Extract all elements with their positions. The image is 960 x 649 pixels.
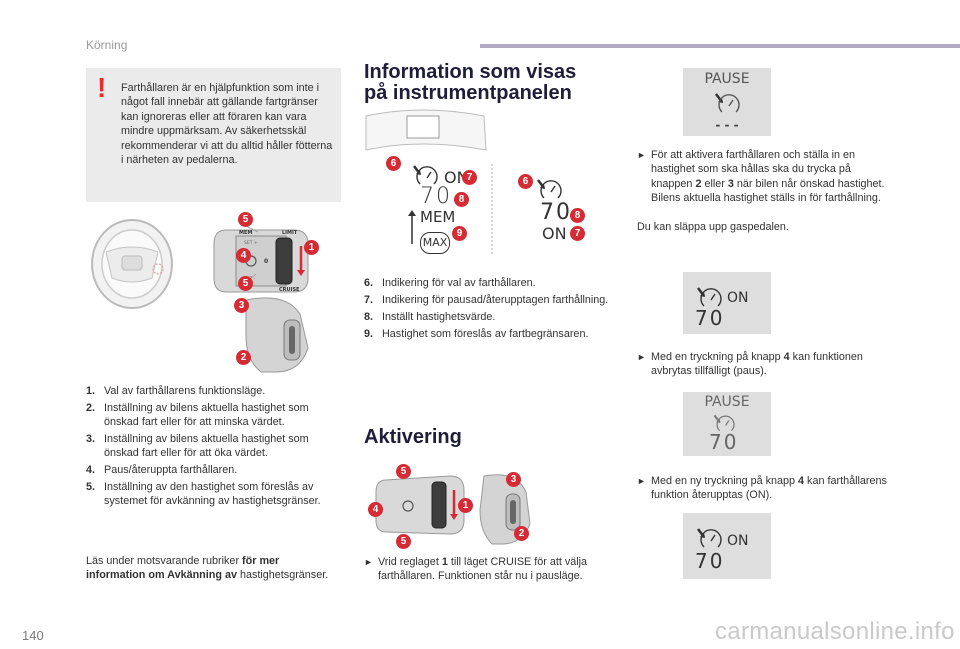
arrow-right-icon: ► <box>637 352 646 362</box>
badge-1: 1 <box>458 498 473 513</box>
badge-4: 4 <box>236 248 251 263</box>
badge-7: 7 <box>462 170 477 185</box>
display-on-speed-resumed: ON 70 <box>683 513 771 579</box>
badge-4: 4 <box>368 502 383 517</box>
note-paragraph: Läs under motsvarande rubriker för mer i… <box>86 555 329 582</box>
stalk-zero-label: 0 <box>264 258 268 265</box>
list-item: 7.Indikering för pausad/återupptagen far… <box>364 294 609 306</box>
display-on-speed: ON 70 <box>683 272 771 334</box>
display-pause-dashes: PAUSE - - - <box>683 68 771 136</box>
page-number: 140 <box>22 628 44 643</box>
list-item: 3.Inställning av bilens aktuella hastigh… <box>86 433 309 459</box>
speed-value: 70 <box>695 549 725 573</box>
badge-8: 8 <box>454 192 469 207</box>
warning-box: ! Farthållaren är en hjälpfunktion som i… <box>86 68 341 202</box>
warning-text: Farthållaren är en hjälpfunktion som int… <box>121 82 333 167</box>
speedometer-icon <box>537 179 562 199</box>
arrow-right-icon: ► <box>637 150 646 160</box>
display-max: MAX <box>420 232 450 254</box>
speedometer-icon <box>697 528 722 548</box>
on-label: ON <box>727 533 749 549</box>
badge-2: 2 <box>236 350 251 365</box>
list-item: 2.Inställning av bilens aktuella hastigh… <box>86 402 309 428</box>
badge-7-right: 7 <box>570 226 585 241</box>
stalk-set-plus-label: SET + <box>244 240 258 246</box>
pause-label: PAUSE <box>704 71 750 87</box>
speed-dashes: - - - <box>715 118 739 132</box>
aktivera-paragraph: ► För att aktivera farthållaren och stäl… <box>637 149 885 205</box>
steering-wheel-image: MEM LIMIT CRUISE SET + SET - 0 <box>91 219 309 373</box>
vrid-paragraph: ► Vrid reglaget 1 till läget CRUISE för … <box>364 556 588 583</box>
on-label: ON <box>727 290 749 306</box>
badge-3: 3 <box>506 472 521 487</box>
badge-1: 1 <box>304 240 319 255</box>
info-heading: Information som visas på instrumentpanel… <box>364 61 577 104</box>
section-label: Körning <box>86 38 128 52</box>
list-item: 9.Hastighet som föreslås av fartbegränsa… <box>364 328 589 340</box>
activation-stalk-illustration: 5 1 4 5 3 2 <box>366 462 536 550</box>
arrow-right-icon: ► <box>364 557 373 567</box>
stalk-limit-label: LIMIT <box>282 230 298 236</box>
header-accent-bar <box>480 44 960 48</box>
speedometer-icon <box>713 414 735 432</box>
speedometer-icon <box>697 287 722 307</box>
display-mem: MEM <box>420 208 456 226</box>
paus-paragraph: ► Med en tryckning på knapp 4 kan funkti… <box>637 351 863 378</box>
list-item: 1.Val av farthållarens funktionsläge. <box>86 385 266 397</box>
arrow-right-icon: ► <box>637 476 646 486</box>
display-speed-1: 70 <box>420 184 452 209</box>
badge-5-top: 5 <box>238 212 253 227</box>
cluster-outline-image <box>365 109 493 254</box>
badge-6: 6 <box>386 156 401 171</box>
stalk-cruise-label: CRUISE <box>279 287 300 293</box>
display-indicator-list: 6.Indikering för val av farthållaren. 7.… <box>364 276 614 344</box>
list-item: 5.Inställning av den hastighet som föres… <box>86 481 321 507</box>
badge-5-bottom: 5 <box>396 534 411 549</box>
badge-2: 2 <box>514 526 529 541</box>
list-item: 6.Indikering för val av farthållaren. <box>364 277 536 289</box>
list-item: 4.Paus/återuppta farthållaren. <box>86 464 238 476</box>
instrument-panel-illustration: ON 70 MEM MAX 70 ON 6 7 8 9 6 8 7 <box>362 104 618 260</box>
activation-heading: Aktivering <box>364 426 462 448</box>
function-list: 1.Val av farthållarens funktionsläge. 2.… <box>86 384 344 511</box>
stalk-mem-label: MEM <box>239 230 252 236</box>
release-paragraph: Du kan släppa upp gaspedalen. <box>637 221 789 233</box>
badge-6-right: 6 <box>518 174 533 189</box>
display-on-2: ON <box>542 224 567 243</box>
list-item: 8.Inställt hastighetsvärde. <box>364 311 496 323</box>
ny-tryckning-paragraph: ► Med en ny tryckning på knapp 4 kan far… <box>637 475 887 502</box>
badge-5-bottom: 5 <box>238 276 253 291</box>
display-pause-speed: PAUSE 70 <box>683 392 771 456</box>
speed-value: 70 <box>709 430 739 454</box>
footer-watermark: carmanualsonline.info <box>715 618 955 645</box>
badge-3: 3 <box>234 298 249 313</box>
steering-stalk-illustration: MEM LIMIT CRUISE SET + SET - 0 5 1 4 5 3… <box>86 212 344 376</box>
speed-value: 70 <box>695 306 725 330</box>
speedometer-icon <box>715 93 740 113</box>
speedometer-icon <box>413 165 438 185</box>
display-speed-2: 70 <box>540 200 572 225</box>
pause-label: PAUSE <box>704 394 750 410</box>
badge-8-right: 8 <box>570 208 585 223</box>
exclamation-icon: ! <box>97 72 107 103</box>
badge-5-top: 5 <box>396 464 411 479</box>
badge-9: 9 <box>452 226 467 241</box>
